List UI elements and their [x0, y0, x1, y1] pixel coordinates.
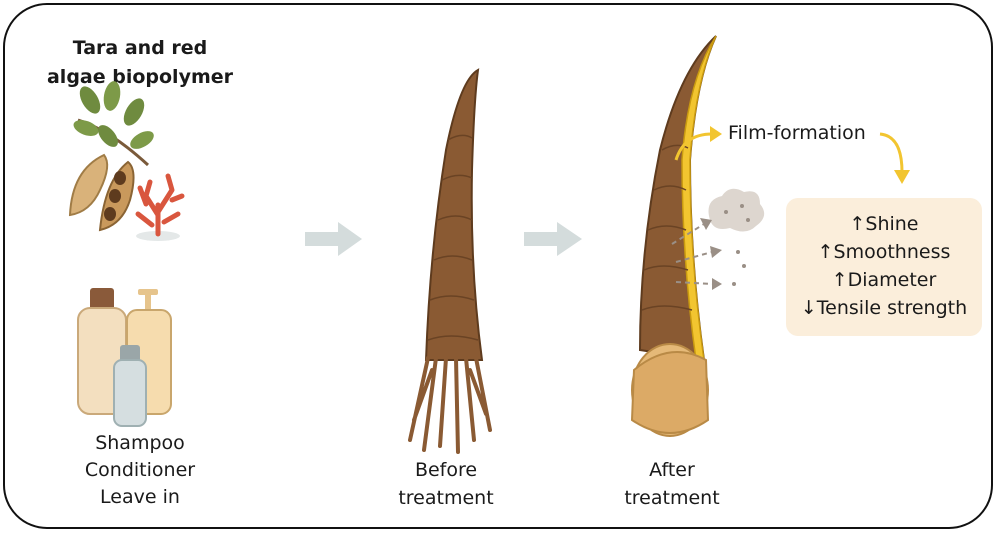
- before-line-2: treatment: [398, 487, 494, 509]
- red-algae-icon: [135, 173, 185, 241]
- after-line-1: After: [649, 459, 695, 481]
- dashed-arrows-icon: [671, 218, 722, 290]
- spray-bottle-icon: [113, 345, 147, 427]
- product-conditioner: Conditioner: [84, 459, 196, 481]
- product-types-label: Shampoo Conditioner Leave in: [40, 430, 240, 511]
- film-arrow-icon: [674, 126, 910, 184]
- particle-cloud-icon: [708, 188, 765, 286]
- title-line-1: Tara and red: [72, 37, 208, 59]
- title-line-2: algae biopolymer: [46, 66, 234, 88]
- arrow-to-after-icon: [524, 222, 582, 256]
- product-shampoo: Shampoo: [95, 432, 185, 454]
- before-line-1: Before: [414, 459, 478, 481]
- effects-box: ↑Shine ↑Smoothness ↑Diameter ↓Tensile st…: [786, 198, 982, 336]
- arrow-to-before-icon: [305, 222, 362, 256]
- leaf-icon: [73, 81, 154, 167]
- hair-strand-before-icon: [408, 68, 492, 454]
- hair-strand-after-icon: [630, 35, 717, 437]
- product-leave-in: Leave in: [100, 486, 180, 508]
- film-formation-label: Film-formation: [728, 122, 866, 144]
- after-line-2: treatment: [624, 487, 720, 509]
- before-treatment-label: Before treatment: [346, 456, 546, 512]
- effect-smoothness: ↑Smoothness: [817, 241, 951, 263]
- biopolymer-title: Tara and red algae biopolymer: [40, 34, 240, 92]
- effect-tensile-strength: ↓Tensile strength: [800, 297, 968, 319]
- tara-pod-icon: [68, 153, 135, 232]
- after-treatment-label: After treatment: [572, 456, 772, 512]
- effect-shine: ↑Shine: [849, 213, 919, 235]
- effect-diameter: ↑Diameter: [831, 269, 937, 291]
